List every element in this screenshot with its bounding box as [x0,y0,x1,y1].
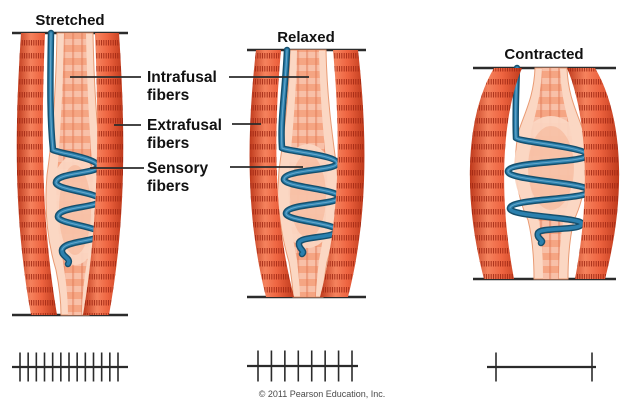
spike-train-contracted [487,352,596,382]
label-sensory-line2: fibers [147,178,189,195]
panel-title: Relaxed [277,29,335,46]
panel-relaxed: Relaxed [247,29,366,382]
panel-title: Contracted [504,46,583,63]
muscle-spindle [514,67,588,280]
annotation-labels: Intrafusal fibers Extrafusal fibers Sens… [70,69,309,195]
extrafusal-fiber-left [469,68,522,279]
panel-contracted: Contracted [469,46,620,382]
copyright-text: © 2011 Pearson Education, Inc. [259,389,386,399]
spike-train-relaxed [247,350,358,382]
extrafusal-fiber-left [249,50,294,297]
label-intrafusal-line1: Intrafusal [147,69,217,86]
fiber-striations [249,50,294,297]
fiber-striations [83,33,124,315]
extrafusal-fiber-right [320,50,365,297]
fiber-striations [567,68,620,279]
panel-title: Stretched [35,12,104,29]
fiber-striations [320,50,365,297]
label-sensory-line1: Sensory [147,160,209,177]
label-extrafusal-line1: Extrafusal [147,117,222,134]
fiber-striations [469,68,522,279]
sensory-fiber-highlight [281,49,340,232]
panel-stretched: Stretched [12,12,128,382]
label-extrafusal-line2: fibers [147,135,189,152]
extrafusal-fiber-right [567,68,620,279]
extrafusal-fiber-right [83,33,124,315]
spike-train-stretched [12,352,128,382]
label-intrafusal-line2: fibers [147,87,189,104]
fiber-striations [16,33,58,315]
extrafusal-fiber-left [16,33,58,315]
